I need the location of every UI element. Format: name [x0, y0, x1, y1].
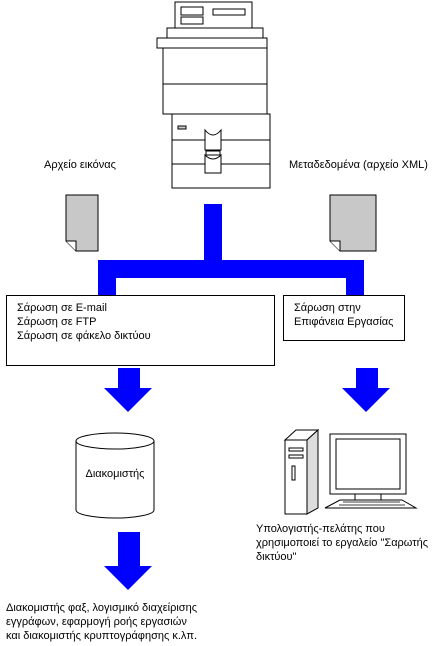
bottom-note-line3: και διακομιστής κρυπτογράφησης κ.λπ. — [6, 630, 198, 642]
scan-to-desktop-line2: Επιφάνεια Εργασίας — [294, 316, 394, 328]
scan-to-network-folder-label: Σάρωση σε φάκελο δικτύου — [17, 330, 151, 342]
flow-connector — [98, 204, 364, 296]
image-file-icon — [65, 194, 99, 252]
client-pc-label: Υπολογιστής-πελάτης που χρησιμοποιεί το … — [256, 522, 428, 564]
metadata-file-label: Μεταδεδομένα (αρχείο XML) — [289, 159, 428, 171]
scan-to-email-label: Σάρωση σε E-mail — [17, 302, 107, 314]
bottom-note-line2: εγγράφων, εφαρμογή ροής εργασιών — [6, 616, 187, 628]
scan-to-ftp-label: Σάρωση σε FTP — [17, 316, 97, 328]
scan-to-desktop-line1: Σάρωση στην — [294, 302, 361, 314]
client-pc-label-line1: Υπολογιστής-πελάτης που — [256, 523, 385, 535]
computer-icon — [283, 428, 418, 515]
metadata-file-icon — [329, 194, 377, 252]
scan-destinations-box: Σάρωση σε E-mail Σάρωση σε FTP Σάρωση σε… — [6, 295, 275, 366]
client-pc-label-line3: δικτύου" — [256, 551, 297, 563]
scan-to-desktop-box: Σάρωση στην Επιφάνεια Εργασίας — [283, 295, 405, 341]
printer-icon — [156, 1, 271, 189]
image-file-label: Αρχείο εικόνας — [44, 159, 116, 171]
bottom-note: Διακομιστής φαξ, λογισμικό διαχείρισης ε… — [6, 601, 197, 643]
arrow-down-icon — [104, 368, 390, 590]
server-icon — [75, 432, 155, 519]
bottom-note-line1: Διακομιστής φαξ, λογισμικό διαχείρισης — [6, 602, 198, 614]
client-pc-label-line2: χρησιμοποιεί το εργαλείο "Σαρωτής — [256, 537, 429, 549]
server-label: Διακομιστής — [85, 468, 145, 480]
